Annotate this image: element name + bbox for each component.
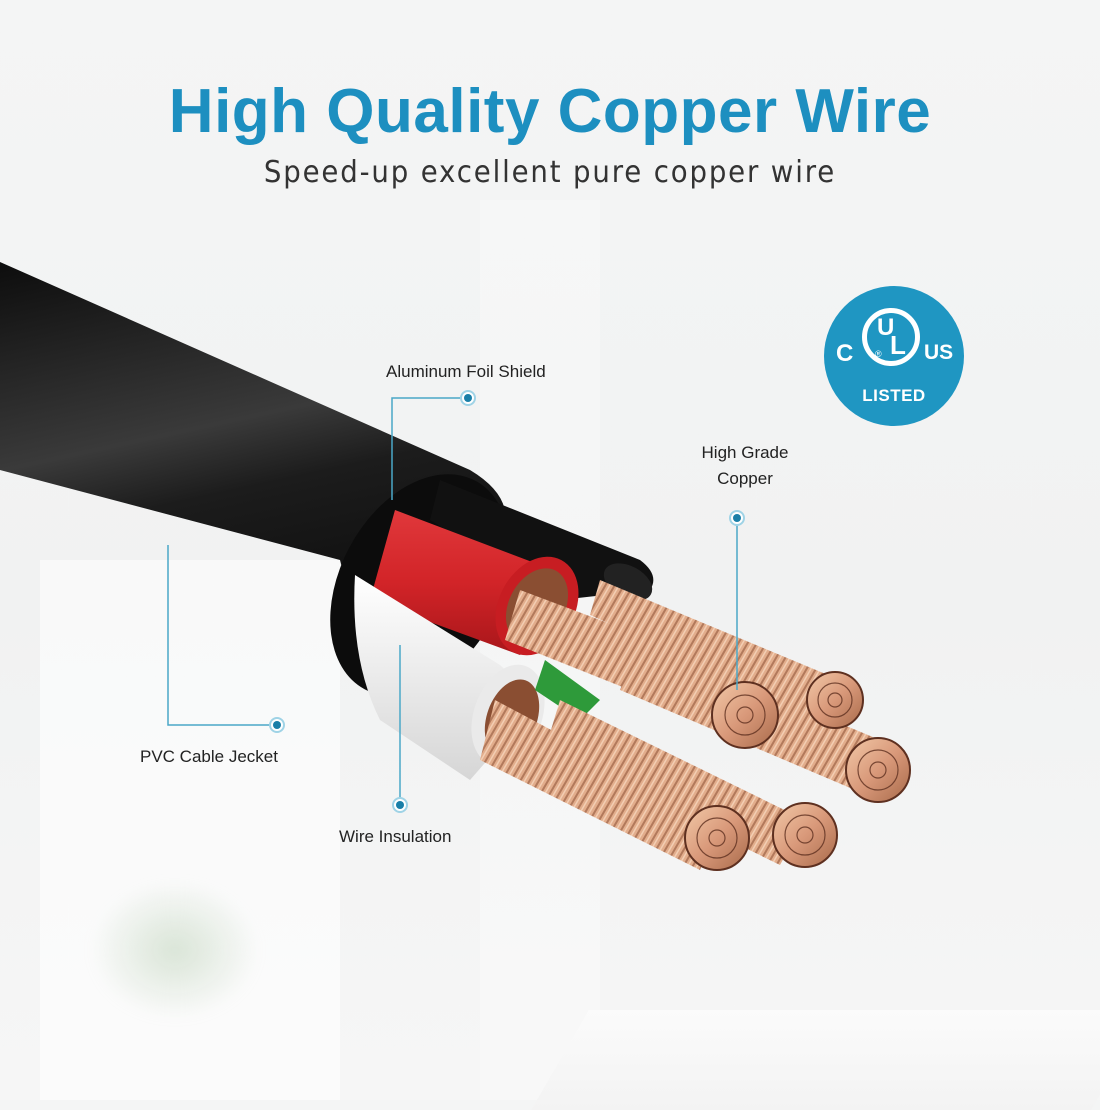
background-plant <box>90 880 260 1020</box>
callout-dots <box>269 390 745 813</box>
page-subtitle: Speed-up excellent pure copper wire <box>263 155 837 190</box>
ul-badge-listed: LISTED <box>862 386 926 405</box>
callout-label-line1: High Grade <box>701 443 789 462</box>
callout-high-grade-copper: High Grade Copper <box>690 440 800 492</box>
callout-label-line2: Copper <box>717 469 773 488</box>
ul-badge-l: L <box>890 330 906 360</box>
callout-label: Wire Insulation <box>339 827 452 846</box>
registered-mark-icon: ® <box>875 349 882 359</box>
callout-pvc-cable-jacket: PVC Cable Jecket <box>140 744 278 770</box>
callout-label: PVC Cable Jecket <box>140 747 278 766</box>
callout-aluminum-foil-shield: Aluminum Foil Shield <box>386 359 546 385</box>
ul-badge-u: U <box>877 314 895 341</box>
copper-strand-bundles <box>480 580 911 871</box>
callout-label: Aluminum Foil Shield <box>386 362 546 381</box>
ul-badge-c: C <box>836 340 854 367</box>
ul-ring-icon <box>862 308 920 366</box>
page-title: High Quality Copper Wire <box>168 77 932 146</box>
callout-leader-lines <box>167 397 738 805</box>
ul-badge-us: US <box>924 341 954 364</box>
callout-wire-insulation: Wire Insulation <box>339 824 451 850</box>
ul-listed-badge: C U L ® US LISTED <box>824 286 964 426</box>
